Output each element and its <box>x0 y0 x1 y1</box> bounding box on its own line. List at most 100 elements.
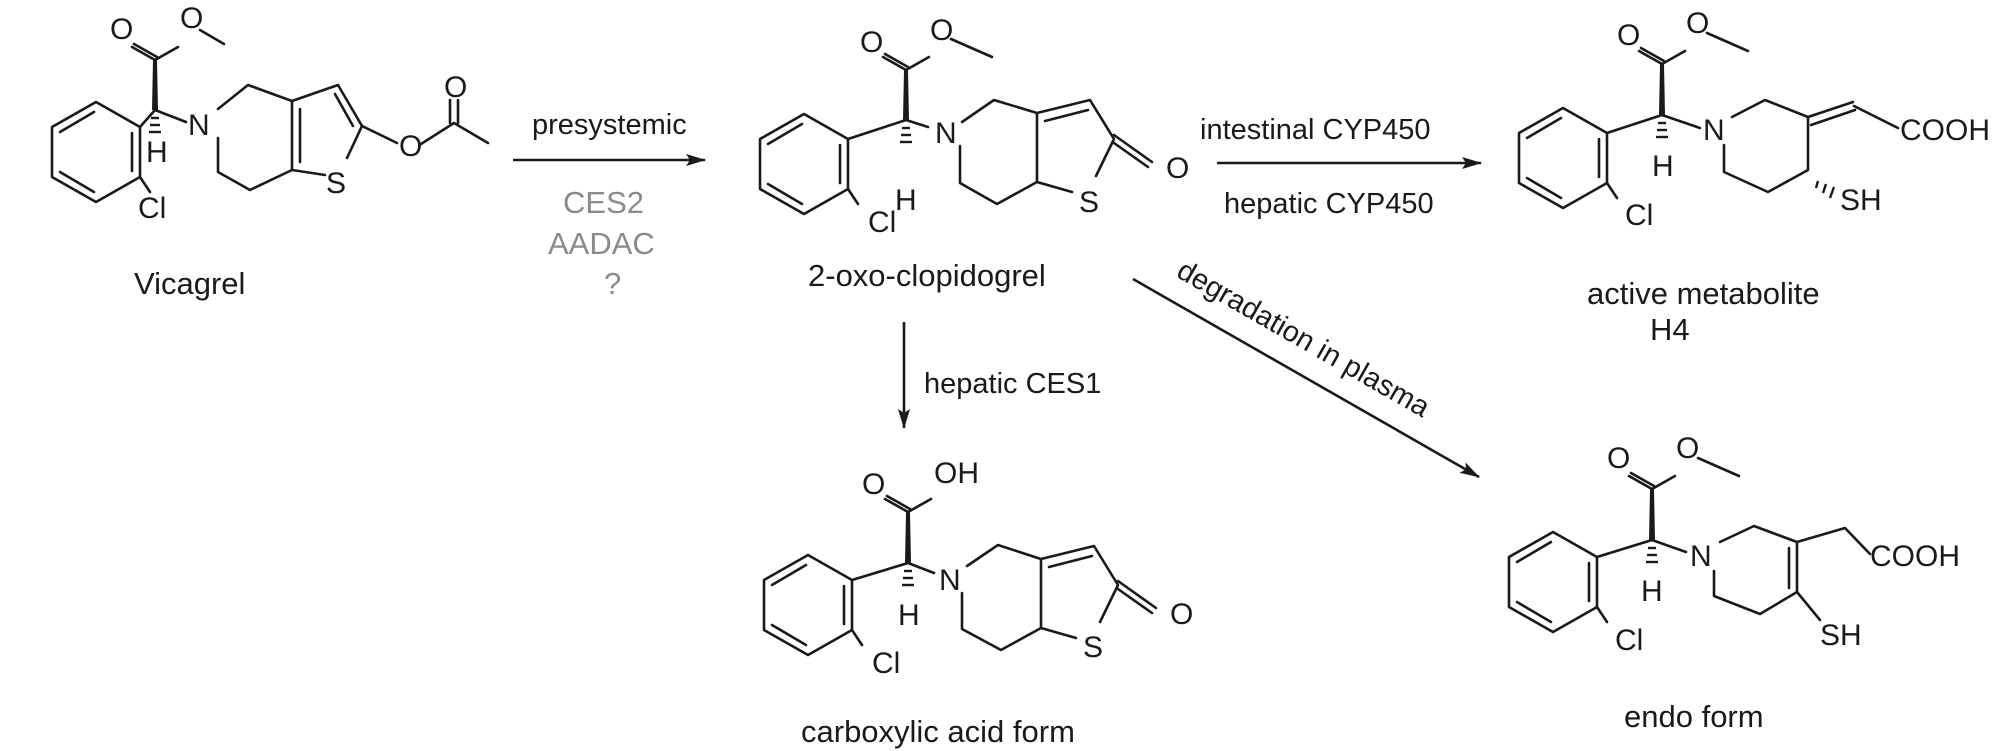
benzene-ring <box>762 553 854 657</box>
bond-c-cl <box>1605 181 1619 200</box>
bond-ester-co <box>881 52 910 72</box>
thiophene-ring <box>290 83 364 177</box>
aromatic-inner-bonds <box>770 563 846 647</box>
atom-cl: Cl <box>868 206 896 239</box>
atom-o: O <box>399 130 422 163</box>
thiophene-double-bond <box>1043 108 1090 123</box>
atom-cl: Cl <box>138 192 166 225</box>
atom-o: O <box>862 468 885 501</box>
atom-n: N <box>188 109 210 142</box>
vicagrel-structure: O O N H Cl S O O <box>50 2 490 225</box>
atom-o: O <box>444 71 467 104</box>
bond-c-o-acetate <box>360 124 399 145</box>
bond-ester-o <box>1650 474 1677 491</box>
piperidine-ring <box>216 83 294 192</box>
hash-bond <box>149 116 161 134</box>
wedge-bond <box>905 512 911 563</box>
benzene-ring <box>1517 106 1609 210</box>
atom-n: N <box>1690 540 1712 573</box>
thiophene-ring <box>1039 544 1120 640</box>
bond-acetate-c <box>419 121 490 146</box>
hash-bond <box>1646 546 1658 564</box>
enzyme-aadac: AADAC <box>548 226 655 261</box>
wedge-bond <box>1649 489 1655 540</box>
carboxylic-acid-structure: O OH N H Cl S O <box>762 457 1193 680</box>
benzene-ring <box>50 100 142 204</box>
atom-h: H <box>898 599 920 632</box>
label-hepatic-ces1: hepatic CES1 <box>924 368 1101 400</box>
hash-bond <box>902 569 914 587</box>
atom-sh: SH <box>1820 619 1862 652</box>
atom-h: H <box>1641 575 1663 608</box>
thiophene-ring <box>1035 98 1116 194</box>
atom-s: S <box>326 167 346 200</box>
bond-c-cl <box>850 628 864 647</box>
bond-ch-aryl <box>1605 113 1664 135</box>
hash-bond <box>1656 121 1668 139</box>
atom-o: O <box>1686 7 1709 40</box>
bond-ch-aryl <box>1595 538 1654 559</box>
bond-o-methyl <box>198 28 226 46</box>
label-hepatic-cyp450: hepatic CYP450 <box>1224 188 1434 220</box>
benzene-ring <box>758 112 850 216</box>
tetrahydropyridine-ring <box>1712 524 1799 616</box>
bond-carbonyl <box>1116 579 1158 615</box>
bond-ch-aryl <box>850 561 910 582</box>
bond-c-cl <box>138 175 152 194</box>
compound-subname-h4: H4 <box>1650 312 1690 347</box>
atom-oh: OH <box>934 457 979 490</box>
atom-h: H <box>895 184 917 217</box>
atom-h: H <box>146 136 168 169</box>
bond-acid-co <box>883 494 912 514</box>
aromatic-inner-bonds <box>766 122 842 206</box>
bond-ester-o <box>153 45 180 62</box>
bond-ch-n <box>904 118 930 129</box>
atom-o: O <box>1166 152 1189 185</box>
bond-carbonyl <box>1112 133 1154 169</box>
atom-cooh: COOH <box>1870 540 1960 573</box>
oxo-clopidogrel-structure: O O N H Cl S O <box>758 14 1189 239</box>
endo-form-structure: O O N H Cl COOH SH <box>1507 432 1960 657</box>
bond-c-sh <box>1795 590 1822 622</box>
wedge-bond <box>1659 64 1665 115</box>
atom-cl: Cl <box>1625 199 1653 232</box>
bond-o-methyl <box>1705 31 1750 53</box>
piperidine-ring <box>958 98 1039 206</box>
piperidine-ring <box>1722 98 1810 194</box>
label-intestinal-cyp450: intestinal CYP450 <box>1200 114 1431 146</box>
bond-to-cooh <box>1852 104 1900 130</box>
bond-ester-o <box>904 55 931 72</box>
bond-ester-o <box>1660 49 1687 66</box>
atom-s: S <box>1079 186 1099 219</box>
compound-name-endo-form: endo form <box>1624 699 1764 734</box>
aromatic-inner-bonds <box>1525 116 1601 200</box>
exocyclic-double-bond <box>1806 100 1857 127</box>
atom-o: O <box>930 14 953 47</box>
label-degradation-in-plasma: degradation in plasma <box>1172 254 1436 424</box>
atom-o: O <box>1170 598 1193 631</box>
thiophene-double-bond <box>1047 554 1094 569</box>
atom-cl: Cl <box>872 647 900 680</box>
atom-o: O <box>1676 432 1699 465</box>
benzene-ring <box>1507 530 1599 634</box>
bond-ch2 <box>1795 526 1872 556</box>
bond-ch-n <box>1660 113 1702 130</box>
bond-acid-oh <box>906 497 933 514</box>
active-metabolite-structure: O O N H Cl COOH SH <box>1517 7 1990 232</box>
bond-c-cl <box>846 187 860 206</box>
compound-name-vicagrel: Vicagrel <box>134 266 245 301</box>
atom-o: O <box>110 13 133 46</box>
enzyme-ces2: CES2 <box>563 185 644 220</box>
bond-o-methyl <box>949 37 994 59</box>
bond-ch-n <box>1650 538 1688 554</box>
atom-cooh: COOH <box>1900 114 1990 147</box>
atom-h: H <box>1652 150 1674 183</box>
thiophene-double-bond <box>298 92 355 164</box>
atom-n: N <box>939 564 961 597</box>
aromatic-inner-bonds <box>58 110 134 194</box>
atom-s: S <box>1083 631 1103 664</box>
compound-name-oxo-clopidogrel: 2-oxo-clopidogrel <box>808 258 1046 293</box>
bond-ch-n <box>906 561 936 575</box>
compound-name-active-metabolite: active metabolite <box>1587 276 1820 311</box>
